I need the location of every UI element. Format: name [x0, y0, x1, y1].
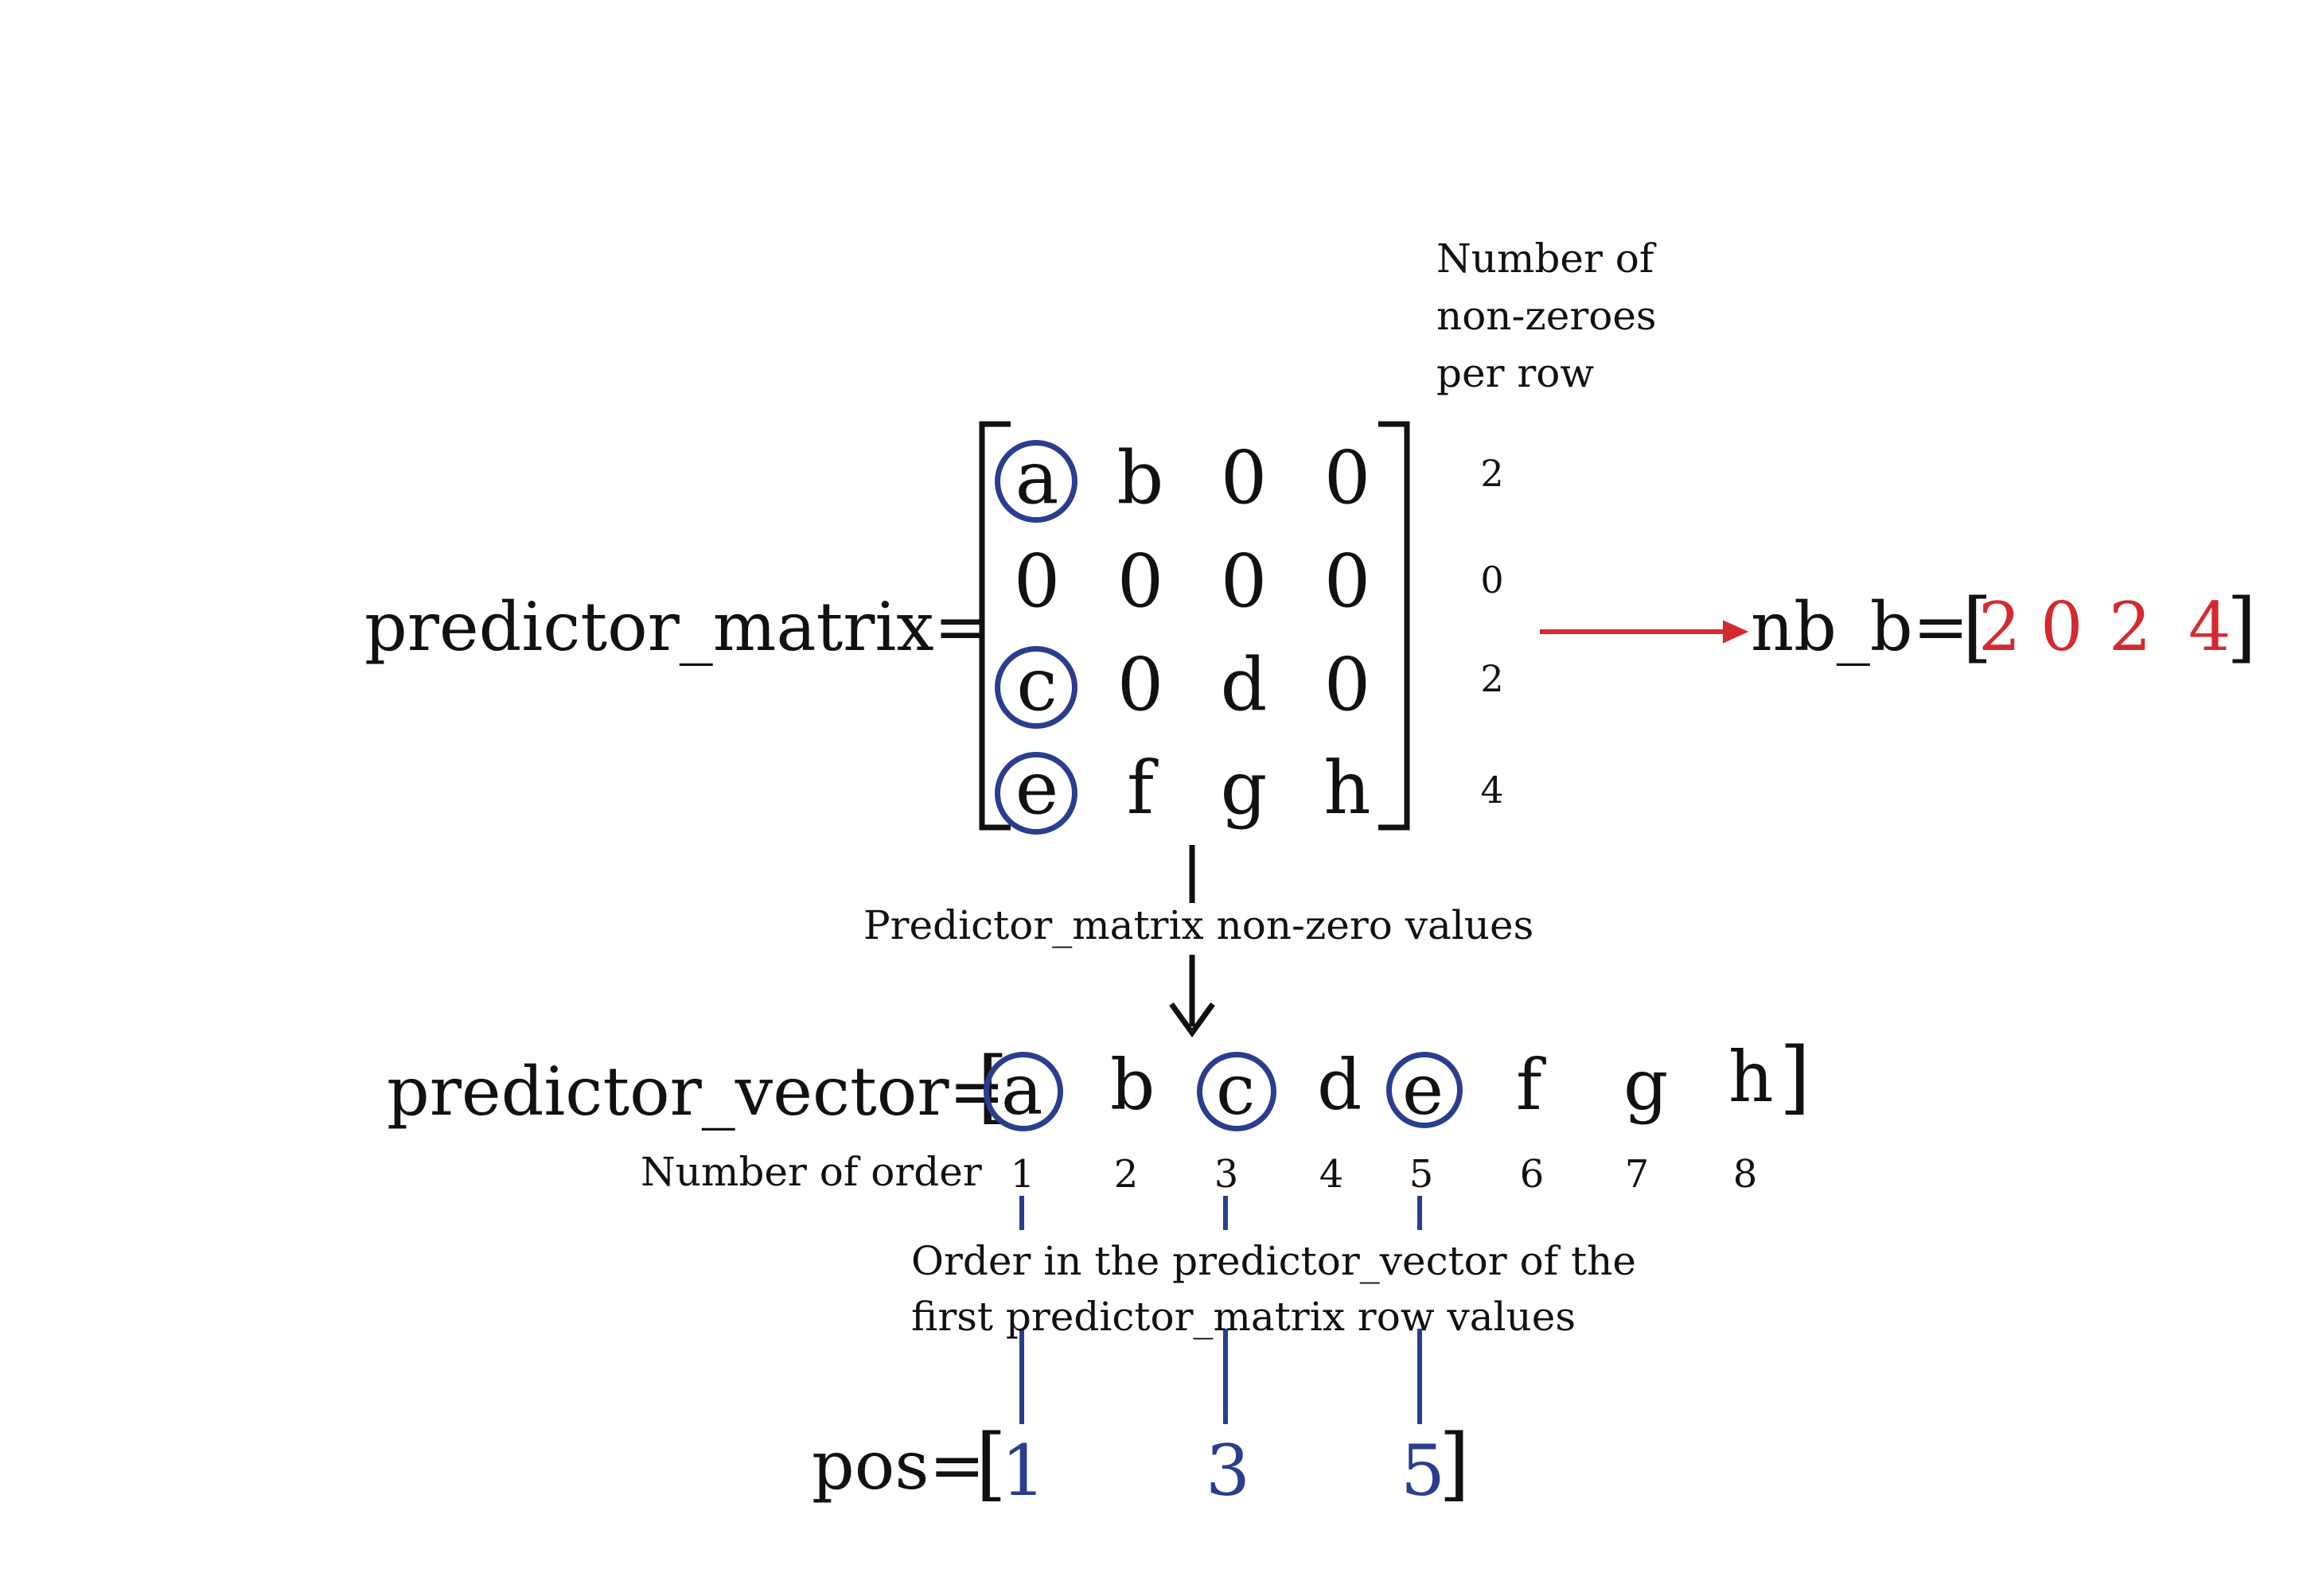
circle-vector-a — [984, 1052, 1063, 1131]
order-index-8: 8 — [1732, 1152, 1758, 1197]
pos-value-1: 1 — [1001, 1430, 1046, 1512]
nb-b-open-bracket: [ — [1962, 582, 1993, 671]
nb-b-value-0: 2 — [1978, 588, 2021, 666]
order-index-1: 1 — [1010, 1152, 1035, 1197]
row-counts-header-line-3: per row — [1436, 350, 1595, 396]
matrix-cell-r1-c3: 0 — [1323, 539, 1371, 624]
matrix-right-bracket — [1378, 421, 1410, 831]
matrix-cell-r2-c1: 0 — [1116, 642, 1164, 727]
order-index-5: 5 — [1409, 1152, 1434, 1197]
matrix-cell-r3-c1: f — [1126, 745, 1155, 831]
vector-value-h: h — [1728, 1036, 1774, 1118]
circle-matrix-a — [995, 440, 1077, 523]
vector-value-b: b — [1110, 1044, 1155, 1126]
matrix-cell-r3-c3: h — [1323, 745, 1371, 831]
order-label: Number of order — [641, 1149, 982, 1195]
nb-b-value-3: 4 — [2188, 588, 2231, 666]
circle-matrix-e — [995, 752, 1077, 835]
matrix-cell-r2-c3: 0 — [1323, 642, 1371, 727]
matrix-cell-r1-c1: 0 — [1116, 539, 1164, 624]
matrix-cell-r1-c0: 0 — [1013, 539, 1061, 624]
matrix-cell-r0-c3: 0 — [1323, 435, 1371, 520]
row-counts-header-line-2: non-zeroes — [1436, 293, 1657, 339]
vector-value-a: a — [1001, 1049, 1043, 1131]
matrix-left-bracket — [979, 421, 1011, 831]
red-arrow-head — [1723, 620, 1749, 644]
predictor-matrix-label: predictor_matrix= — [364, 588, 991, 666]
pos-open-bracket: [ — [976, 1417, 1007, 1510]
order-index-3: 3 — [1214, 1152, 1239, 1197]
circle-vector-e — [1386, 1052, 1463, 1128]
order-note-line-2: first predictor_matrix row values — [911, 1294, 1576, 1340]
vector-value-e: e — [1402, 1049, 1444, 1131]
circle-matrix-c — [995, 646, 1077, 729]
pos-value-5: 5 — [1401, 1430, 1445, 1512]
matrix-cell-r2-c0: c — [1016, 642, 1058, 727]
row-count-3: 4 — [1480, 769, 1504, 812]
vector-value-g: g — [1623, 1044, 1669, 1126]
matrix-cell-r0-c1: b — [1116, 435, 1164, 520]
matrix-cell-r0-c0: a — [1015, 435, 1059, 520]
circle-vector-c — [1197, 1052, 1276, 1131]
vector-value-f: f — [1516, 1044, 1542, 1126]
order-index-6: 6 — [1519, 1152, 1545, 1197]
row-count-2: 2 — [1480, 657, 1504, 700]
row-count-1: 0 — [1480, 559, 1504, 601]
matrix-cell-r3-c2: g — [1220, 745, 1268, 831]
pos-value-3: 3 — [1206, 1430, 1250, 1512]
vector-close-bracket: ] — [1779, 1030, 1811, 1123]
vector-value-c: c — [1216, 1049, 1256, 1131]
pos-label: pos= — [812, 1427, 985, 1505]
predictor-vector-label: predictor_vector= — [387, 1053, 1005, 1131]
down-arrow-head — [1169, 1002, 1215, 1037]
nb-b-label: nb_b= — [1751, 588, 1970, 666]
row-count-0: 2 — [1480, 452, 1504, 495]
matrix-cell-r3-c0: e — [1015, 745, 1059, 831]
vector-value-d: d — [1317, 1044, 1362, 1126]
nb-b-value-2: 2 — [2109, 588, 2152, 666]
order-note-line-1: Order in the predictor_vector of the — [911, 1238, 1636, 1284]
nonzero-values-label: Predictor_matrix non-zero values — [863, 902, 1534, 948]
order-index-7: 7 — [1624, 1152, 1650, 1197]
order-index-4: 4 — [1319, 1152, 1344, 1197]
matrix-cell-r1-c2: 0 — [1220, 539, 1268, 624]
row-counts-header-line-1: Number of — [1436, 236, 1654, 282]
nb-b-close-bracket: ] — [2227, 582, 2257, 671]
matrix-cell-r0-c2: 0 — [1220, 435, 1268, 520]
pos-close-bracket: ] — [1439, 1417, 1471, 1510]
nb-b-value-1: 0 — [2040, 588, 2083, 666]
order-index-2: 2 — [1113, 1152, 1139, 1197]
matrix-cell-r2-c2: d — [1220, 642, 1268, 727]
